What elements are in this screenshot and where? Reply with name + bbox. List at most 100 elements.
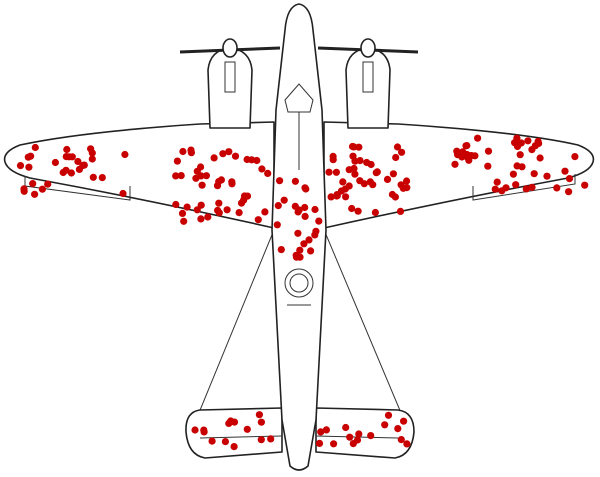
hit-marker [119, 189, 127, 198]
hit-marker [403, 184, 411, 192]
hit-marker [191, 426, 199, 434]
hit-marker [200, 426, 208, 434]
hit-marker [179, 147, 187, 156]
left-engine [207, 47, 253, 129]
hit-marker [80, 161, 88, 169]
hit-marker [121, 150, 129, 159]
hit-marker [528, 183, 536, 191]
hit-marker [348, 204, 356, 213]
hit-marker [384, 411, 393, 419]
hit-marker [280, 196, 288, 204]
hit-marker [257, 418, 265, 426]
hit-marker [277, 246, 285, 254]
hit-marker [383, 175, 392, 183]
hit-marker [20, 187, 28, 195]
hit-marker [16, 162, 25, 170]
hit-marker [294, 208, 302, 216]
hit-marker [231, 152, 240, 160]
hit-marker [254, 216, 262, 224]
right-propeller [317, 38, 419, 58]
hit-marker [243, 425, 251, 433]
hit-marker [261, 208, 269, 216]
hit-marker [25, 163, 33, 171]
hit-marker [332, 168, 340, 176]
hit-marker [274, 202, 282, 210]
hit-marker [228, 180, 236, 188]
hit-marker [291, 177, 299, 185]
hit-marker [315, 217, 323, 225]
hit-marker [498, 187, 506, 195]
hit-marker [484, 147, 493, 155]
hit-marker [296, 246, 304, 254]
hit-marker [400, 417, 408, 425]
hit-marker [177, 172, 185, 180]
hit-marker [530, 170, 538, 178]
hit-marker [524, 137, 532, 145]
hit-marker [202, 172, 210, 180]
hit-marker [397, 436, 405, 444]
hit-marker [325, 168, 333, 176]
hit-marker [197, 215, 205, 223]
hit-marker [403, 177, 411, 185]
hit-marker [531, 142, 540, 150]
hit-marker [65, 153, 73, 161]
hit-marker [311, 205, 319, 214]
hit-marker [178, 209, 187, 217]
hit-marker [217, 176, 225, 184]
hit-marker [345, 182, 353, 190]
hit-marker [315, 439, 324, 447]
hit-marker [173, 157, 181, 165]
hit-marker [349, 440, 357, 448]
hit-marker [381, 421, 389, 429]
hit-marker [294, 229, 302, 237]
hit-marker [300, 240, 308, 248]
hit-marker [248, 156, 256, 164]
hit-marker [327, 193, 335, 201]
hit-marker [276, 177, 284, 185]
hit-marker [553, 184, 561, 192]
hit-marker [317, 428, 325, 436]
hit-marker [301, 212, 309, 220]
hit-marker [516, 151, 524, 159]
hit-marker [67, 169, 75, 177]
hit-marker [292, 253, 301, 261]
hit-marker [89, 173, 97, 181]
hit-marker [459, 148, 467, 156]
hit-marker [31, 143, 39, 152]
hit-marker [29, 180, 37, 188]
hit-marker [38, 185, 47, 193]
hit-marker [301, 203, 309, 212]
hit-marker [59, 168, 67, 177]
hit-marker [322, 426, 330, 434]
hit-marker [223, 206, 231, 214]
hit-marker [517, 139, 525, 147]
hit-marker [513, 162, 521, 170]
hit-marker [367, 160, 375, 169]
tail-plane [185, 407, 283, 459]
hit-marker [561, 167, 569, 175]
hit-marker [225, 419, 233, 427]
hit-marker [571, 153, 579, 161]
hit-marker [235, 209, 243, 217]
hit-marker [27, 152, 35, 160]
hit-marker [44, 180, 52, 188]
hit-marker [389, 170, 397, 178]
hit-marker [264, 169, 272, 177]
hit-marker [258, 165, 266, 173]
hit-marker [394, 425, 402, 433]
hit-marker [307, 247, 315, 255]
hit-marker [346, 433, 354, 441]
hit-marker [187, 146, 195, 154]
hit-marker [255, 411, 263, 419]
hit-marker [342, 423, 350, 432]
hit-marker [465, 156, 473, 164]
hit-marker [180, 217, 188, 225]
hit-marker [330, 440, 338, 448]
hit-marker [453, 147, 461, 155]
right-engine [345, 47, 391, 129]
hit-marker [198, 181, 206, 189]
hit-marker [88, 155, 96, 163]
hit-marker [172, 200, 180, 209]
aircraft-outline [3, 3, 595, 471]
